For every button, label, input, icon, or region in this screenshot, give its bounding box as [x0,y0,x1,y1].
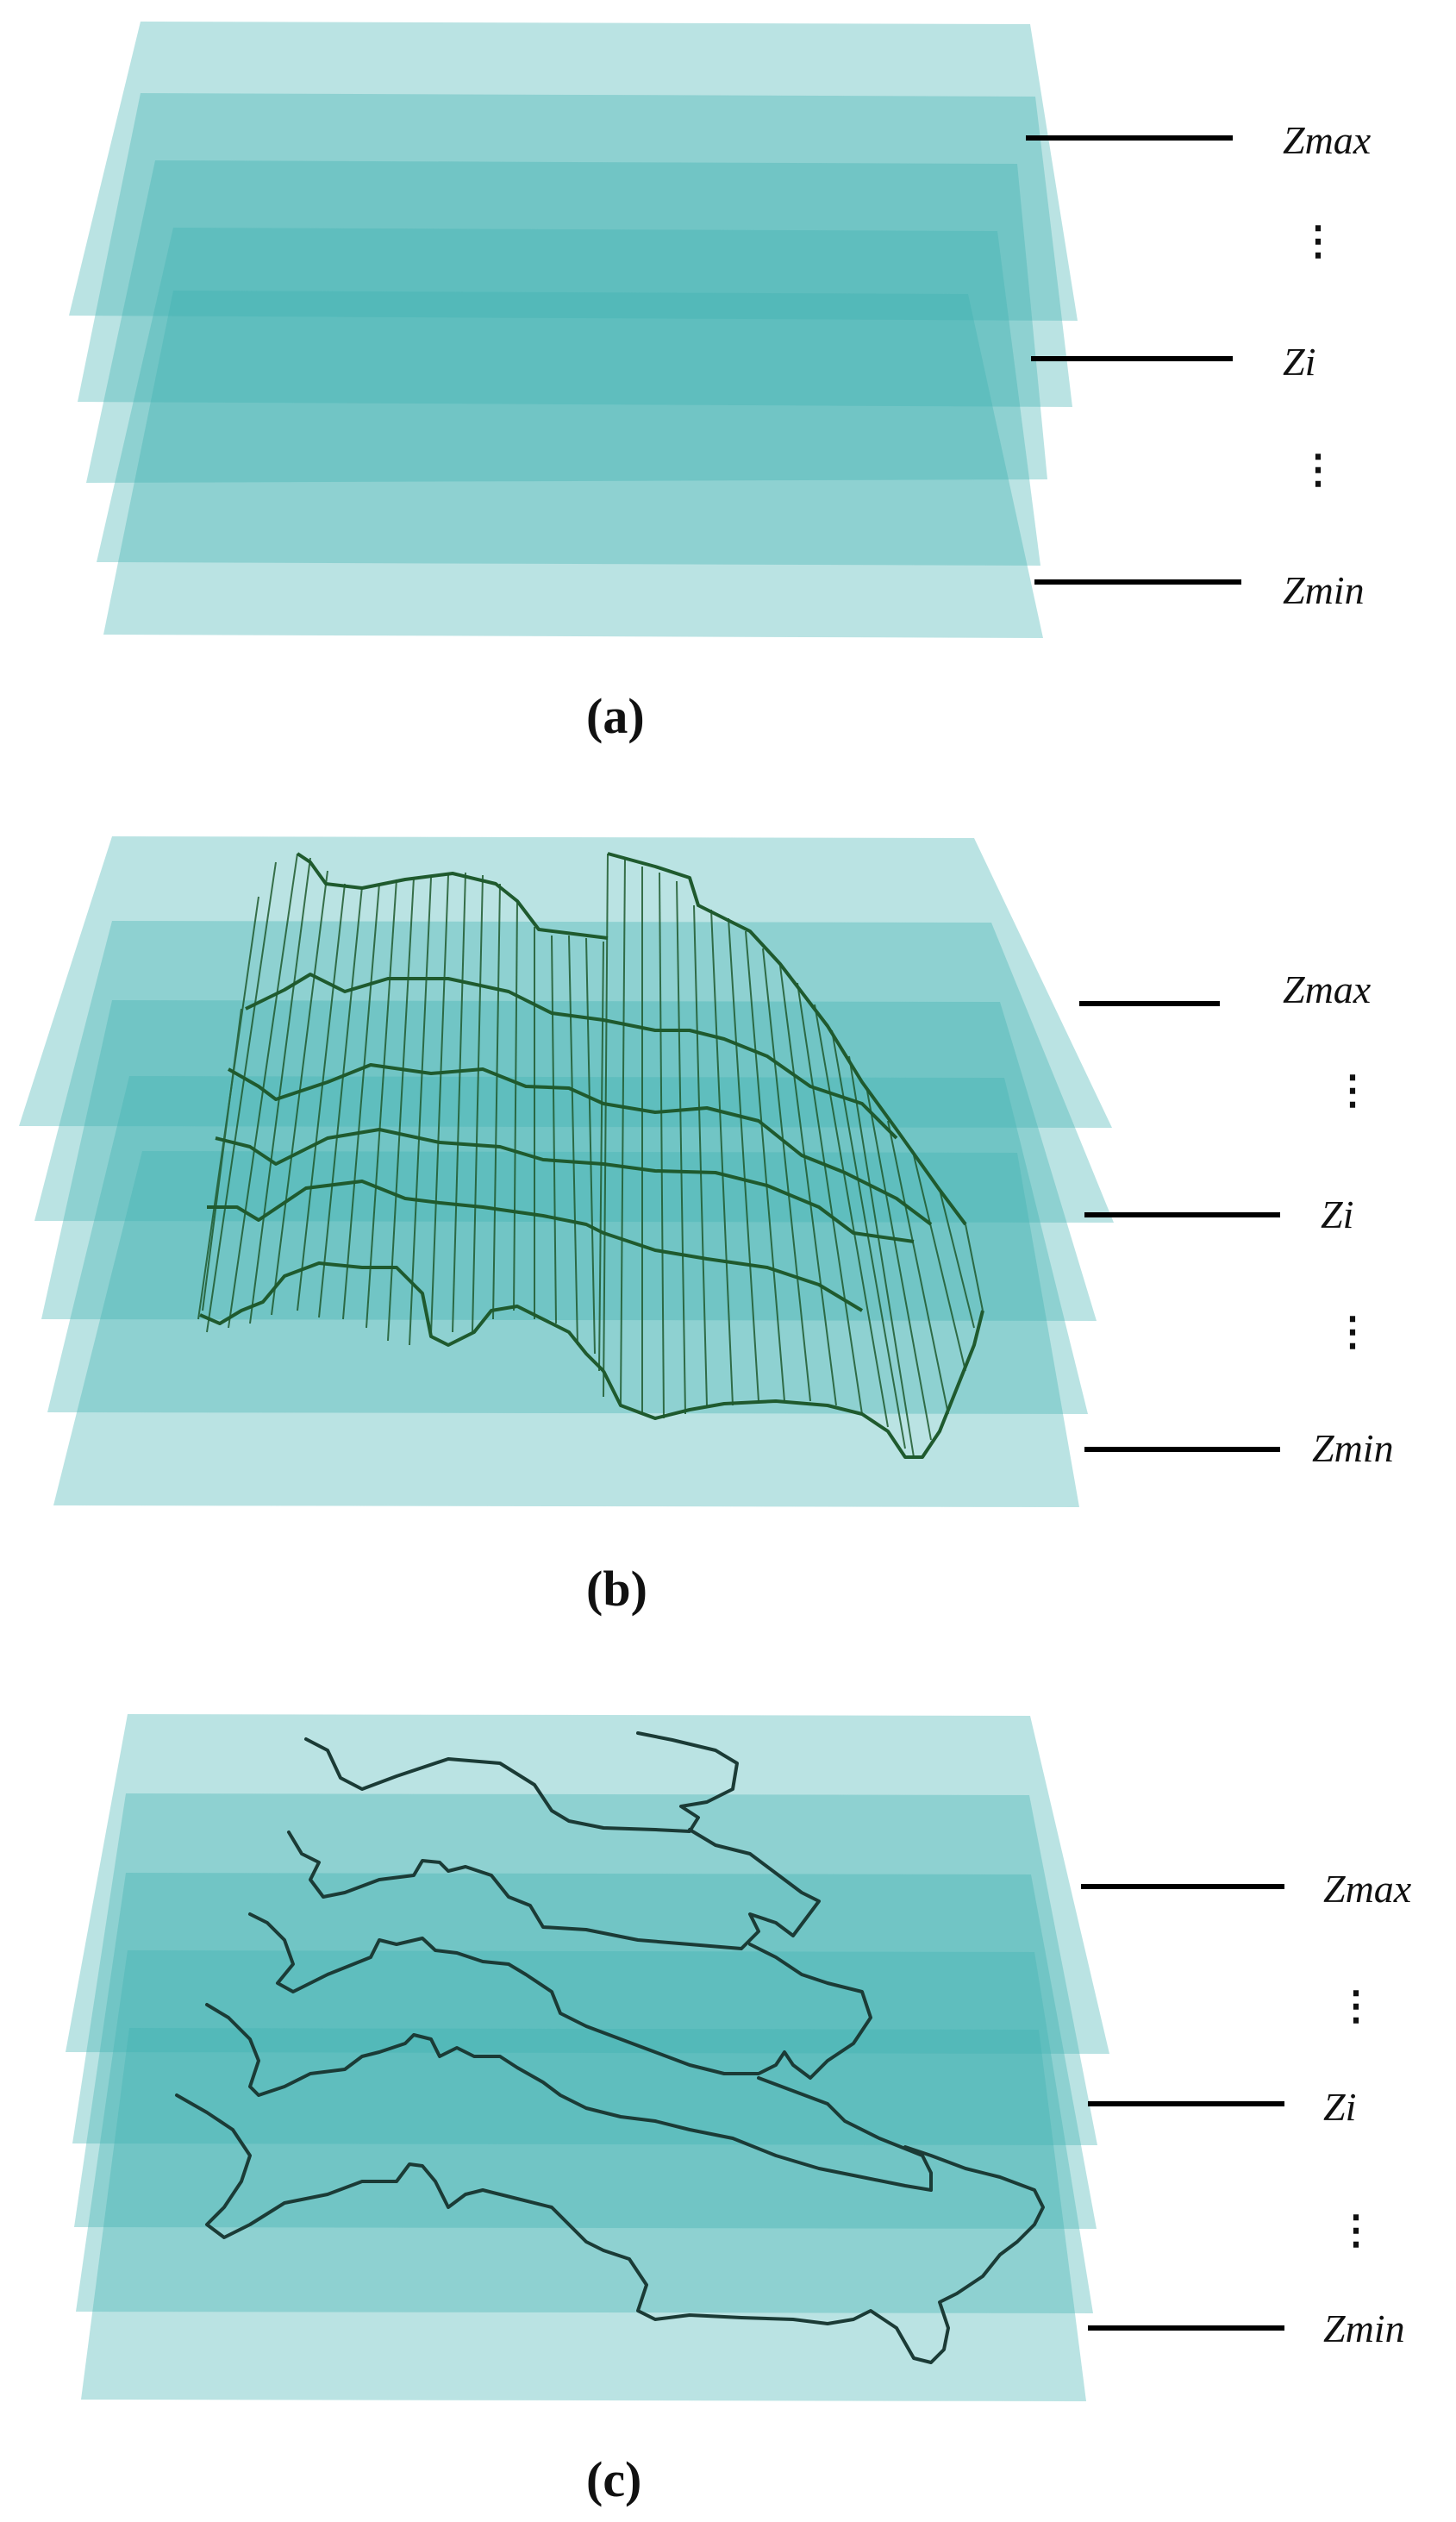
slice-plane [76,1950,1093,2313]
caption-c: (c) [586,2451,641,2507]
label-zi: Zi [1321,1192,1353,1236]
slice-plane [19,836,1112,1128]
ellipsis-icon: ⋮ [1336,2208,1376,2252]
slice-plane [72,1793,1097,2145]
caption-a: (a) [586,688,645,744]
plane-stack-c [66,1714,1109,2401]
ellipsis-icon: ⋮ [1333,1310,1372,1354]
label-zmax: Zmax [1323,1867,1412,1911]
wireframe-surface [197,852,984,1459]
contour-lines [175,1731,1045,2364]
panel-c: Zmax ⋮ Zi ⋮ Zmin (c) [66,1714,1412,2507]
slice-plane [74,1873,1097,2229]
slice-plane [81,2028,1086,2401]
slice-plane [66,1714,1109,2054]
ellipsis-icon: ⋮ [1336,1984,1376,2028]
ellipsis-icon: ⋮ [1298,447,1338,491]
ellipsis-icon: ⋮ [1298,219,1338,263]
slice-plane [97,228,1040,566]
panel-b: Zmax ⋮ Zi ⋮ Zmin (b) [19,836,1394,1617]
slice-plane [47,1076,1088,1414]
label-zi: Zi [1323,2085,1356,2129]
contour-line-zi [205,2003,933,2192]
label-zmax: Zmax [1283,967,1372,1011]
ellipsis-icon: ⋮ [1333,1068,1372,1112]
slice-plane [86,160,1047,483]
caption-b: (b) [586,1561,647,1617]
label-zmax: Zmax [1283,118,1372,162]
label-zi: Zi [1283,340,1315,384]
label-zmin: Zmin [1283,568,1365,612]
label-zmin: Zmin [1312,1426,1394,1470]
slice-plane [69,22,1078,321]
plane-stack-a [69,22,1078,638]
contour-line-zmax [304,1731,739,1833]
slice-plane [34,921,1114,1223]
contour-line-zmin [175,2093,1045,2364]
panel-a: Zmax ⋮ Zi ⋮ Zmin (a) [69,22,1372,744]
contour-line [248,1912,872,2080]
label-zmin: Zmin [1323,2306,1405,2350]
slice-plane [78,93,1072,407]
contour-line [287,1828,821,1950]
slice-plane [103,291,1043,638]
